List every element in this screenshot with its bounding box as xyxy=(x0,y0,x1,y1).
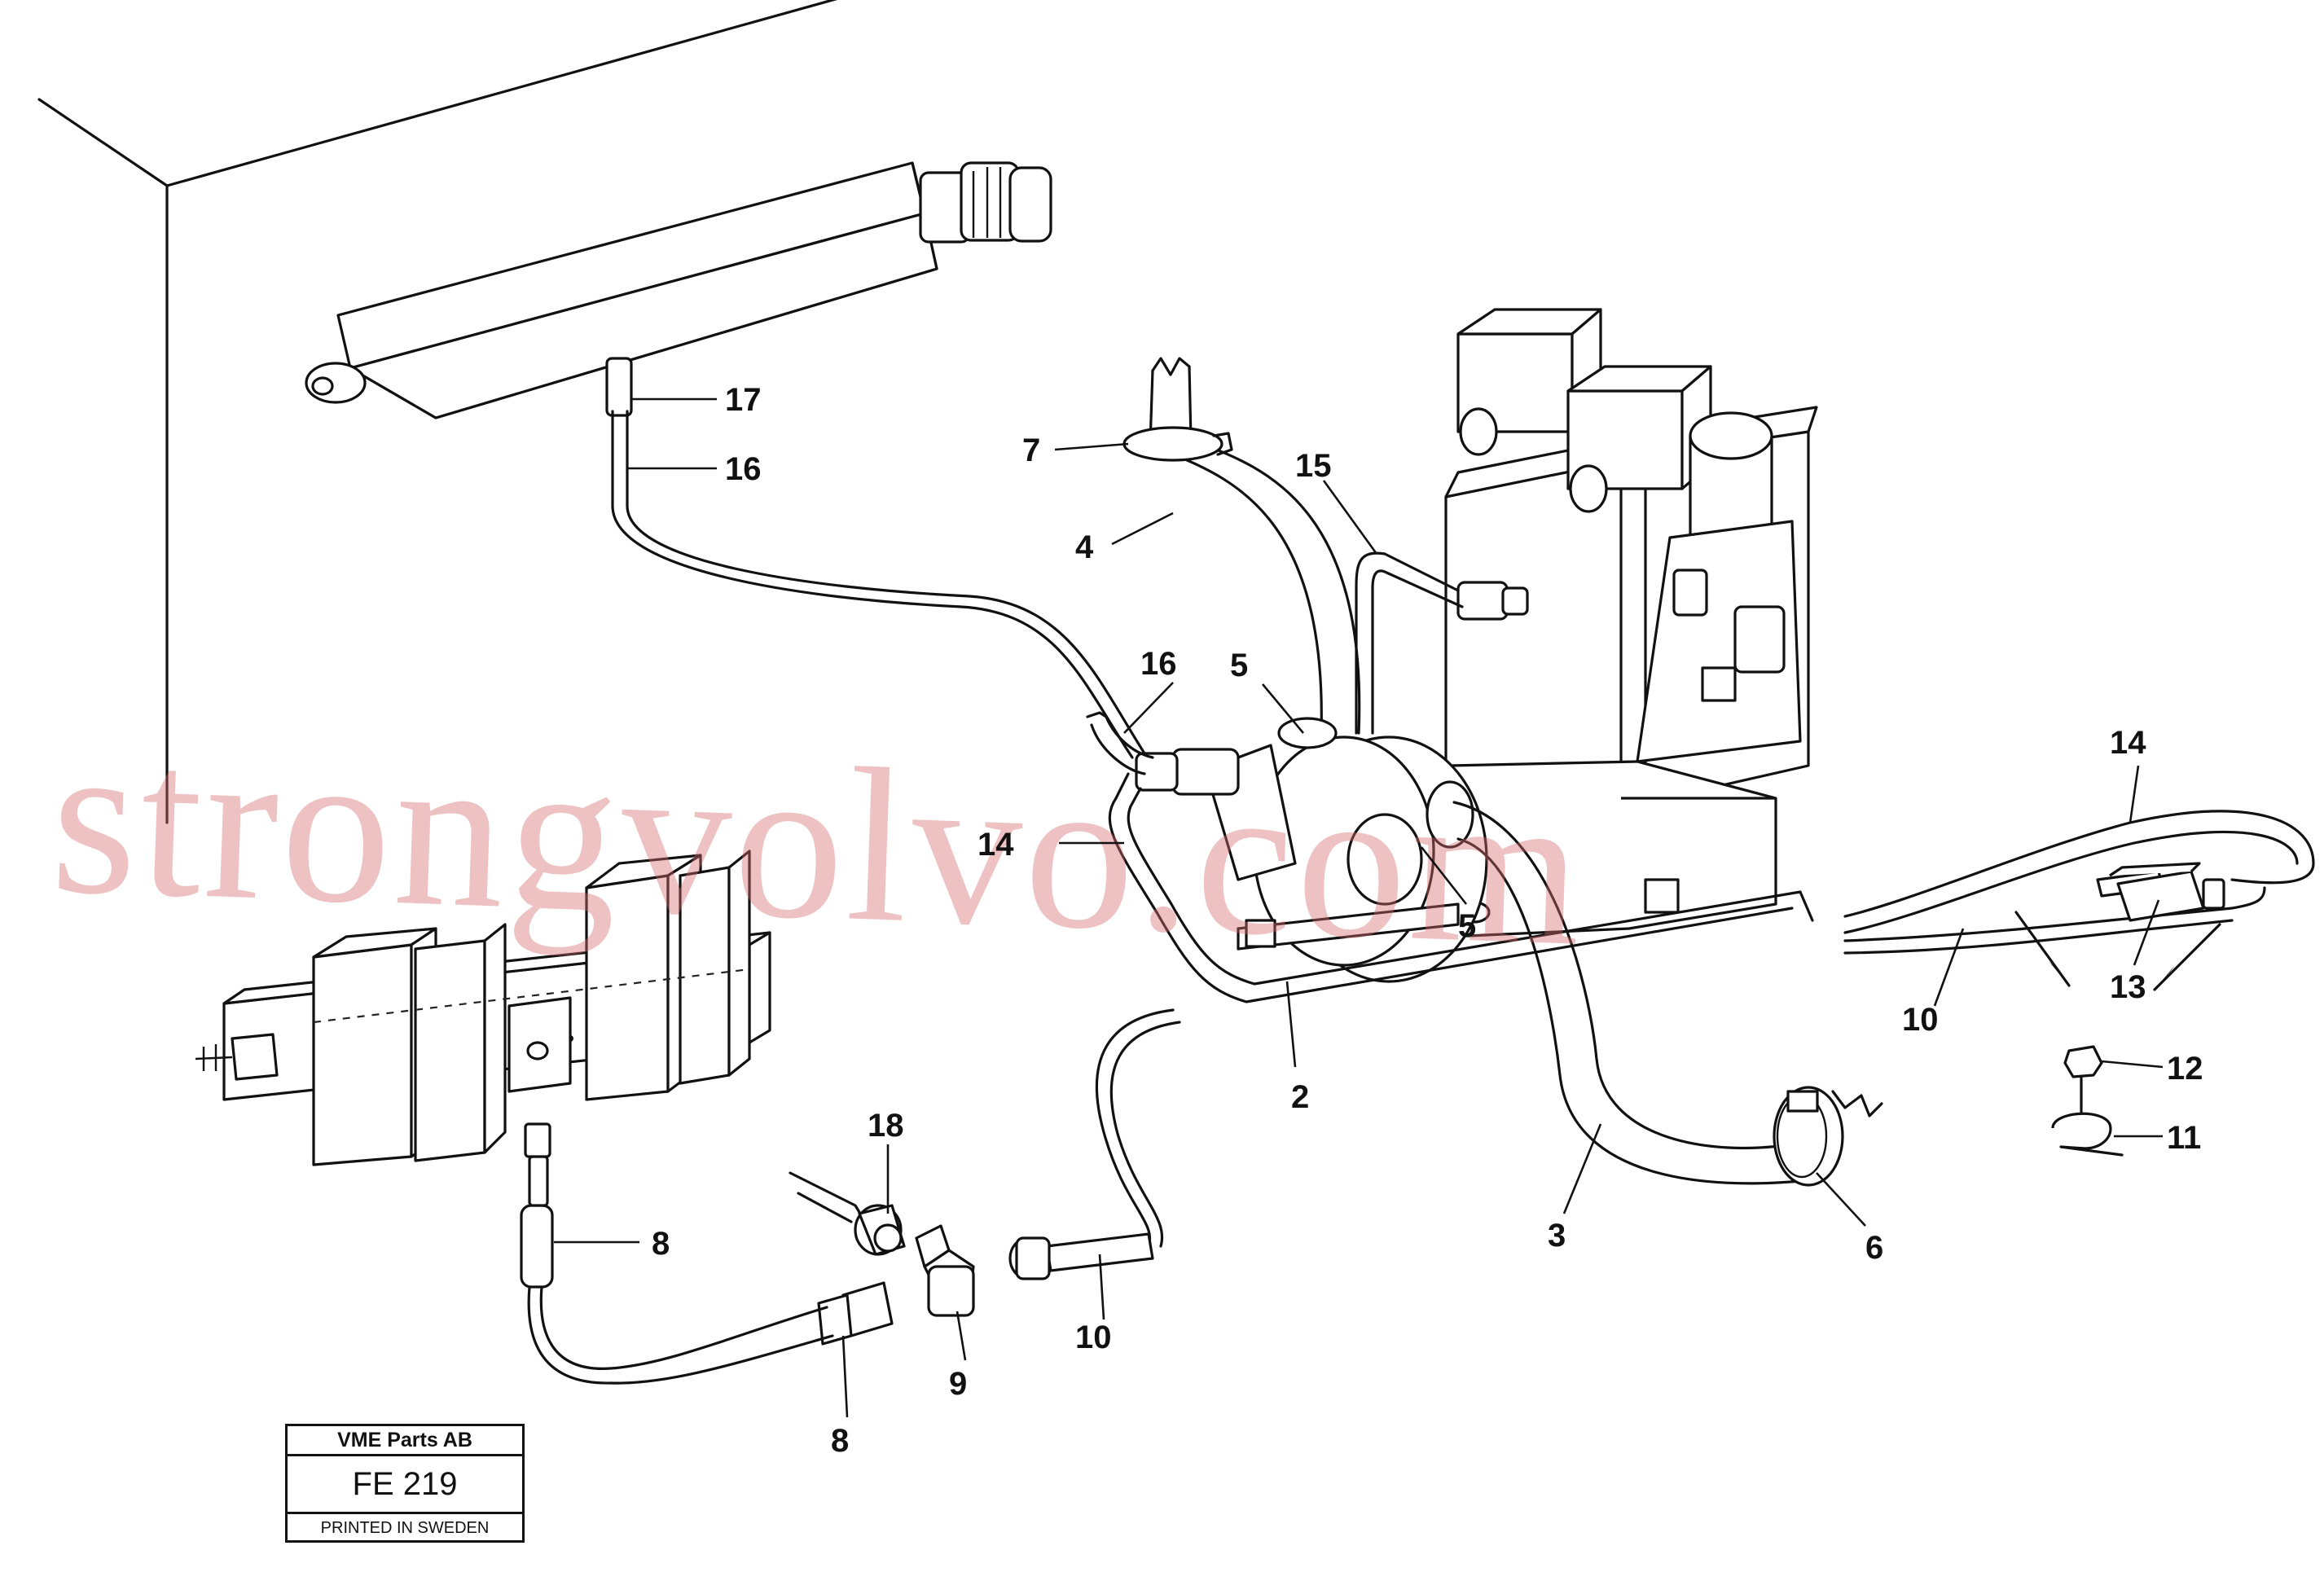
valve-manifold xyxy=(195,850,771,1166)
callout-3: 3 xyxy=(1548,1218,1566,1254)
bolt-12-clip-11 xyxy=(2051,1045,2124,1157)
hose-clamp-6 xyxy=(1773,1086,1844,1187)
nipple-8 xyxy=(520,1122,554,1289)
pipe-10-lower xyxy=(1008,1008,1181,1280)
callout-10: 10 xyxy=(1902,1002,1939,1038)
watermark: strongvolvo.com xyxy=(48,695,1589,992)
callout-14: 14 xyxy=(2110,725,2146,761)
pipe-16-upper xyxy=(611,410,1146,759)
callout-5: 5 xyxy=(1458,908,1476,944)
callout-7: 7 xyxy=(1022,433,1040,468)
title-block-printed: PRINTED IN SWEDEN xyxy=(320,1519,490,1537)
callout-12: 12 xyxy=(2167,1051,2203,1087)
title-block-company: VME Parts AB xyxy=(288,1426,522,1456)
callout-13: 13 xyxy=(2110,969,2146,1005)
callout-14: 14 xyxy=(977,827,1014,863)
callout-8: 8 xyxy=(831,1423,849,1459)
callout-leaders xyxy=(554,397,2164,1418)
callout-17: 17 xyxy=(725,382,762,418)
callout-18: 18 xyxy=(868,1108,904,1144)
callout-labels: 17 16 7 4 15 16 5 14 5 2 3 6 14 13 10 12… xyxy=(652,382,2203,1459)
callout-16: 16 xyxy=(1140,646,1177,682)
callout-9: 9 xyxy=(949,1366,967,1402)
callout-8: 8 xyxy=(652,1226,670,1262)
hose-3 xyxy=(1452,801,1883,1185)
title-block: VME Parts AB FE 219 PRINTED IN SWEDEN xyxy=(285,1424,525,1543)
overhead-valve-tube xyxy=(305,161,1052,419)
callout-16: 16 xyxy=(725,451,762,487)
control-valve-block xyxy=(1444,308,1818,938)
pipe-15 xyxy=(1355,551,1464,735)
callout-2: 2 xyxy=(1291,1079,1309,1115)
callout-6: 6 xyxy=(1865,1230,1883,1266)
callout-15: 15 xyxy=(1295,448,1332,484)
pump-assembly xyxy=(1135,717,1488,983)
fittings-9-18-8 xyxy=(527,1171,975,1385)
filter-assembly-13 xyxy=(1843,810,2315,991)
callout-11: 11 xyxy=(2167,1120,2201,1156)
callout-5: 5 xyxy=(1230,648,1248,683)
hose-4 xyxy=(1149,357,1361,735)
hose-clamp-7 xyxy=(1122,426,1233,462)
pipe-14 xyxy=(1108,772,1814,1003)
pipe-16-lower xyxy=(1086,711,1154,775)
cab-outline xyxy=(37,0,838,824)
callout-4: 4 xyxy=(1075,529,1094,565)
title-block-code: FE 219 xyxy=(288,1456,522,1514)
callout-10: 10 xyxy=(1075,1320,1112,1355)
